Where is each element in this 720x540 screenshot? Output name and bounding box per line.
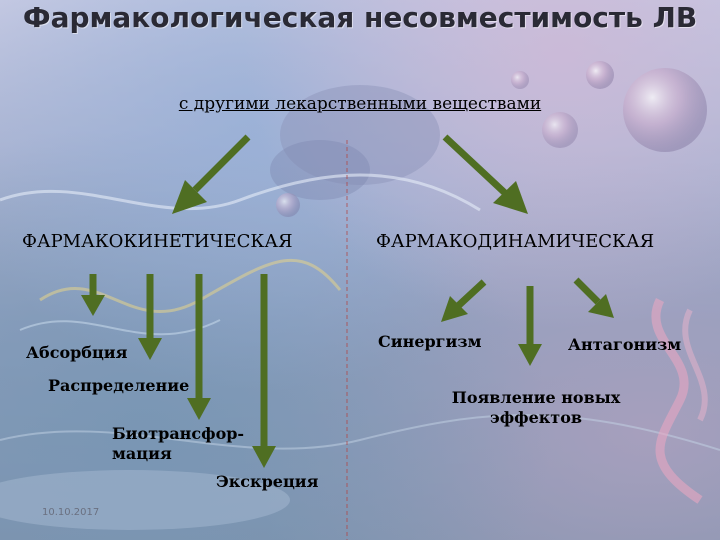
arrow-to-distribution bbox=[138, 274, 162, 360]
arrow-to-antagonism bbox=[573, 277, 614, 318]
footer-date: 10.10.2017 bbox=[42, 507, 100, 518]
item-synergism: Синергизм bbox=[378, 332, 482, 351]
item-biotransformation: Биотрансфор-мация bbox=[112, 424, 245, 463]
branch-pharmacodynamic: ФАРМАКОДИНАМИЧЕСКАЯ bbox=[376, 231, 655, 252]
arrow-to-synergism bbox=[441, 279, 487, 322]
item-new-effects: Появление новых эффектов bbox=[451, 388, 621, 427]
arrow-to-absorption bbox=[81, 274, 105, 316]
arrow-to-new-effects bbox=[518, 286, 542, 366]
page-title: Фармакологическая несовместимость ЛВ bbox=[22, 1, 698, 34]
subtitle: с другими лекарственными веществами bbox=[178, 94, 542, 114]
item-distribution: Распределение bbox=[48, 376, 190, 395]
arrow-to-pharmacokinetic bbox=[172, 134, 251, 214]
item-excretion: Экскреция bbox=[216, 472, 319, 491]
arrow-to-biotransformation bbox=[187, 274, 211, 420]
branch-pharmacokinetic: ФАРМАКОКИНЕТИЧЕСКАЯ bbox=[22, 231, 293, 252]
arrow-to-pharmacodynamic bbox=[442, 134, 528, 214]
item-antagonism: Антагонизм bbox=[568, 335, 682, 354]
arrow-to-excretion bbox=[252, 274, 276, 468]
item-absorption: Абсорбция bbox=[26, 343, 128, 362]
